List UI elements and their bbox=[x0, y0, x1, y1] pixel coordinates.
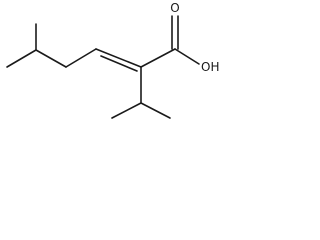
bond-isopropyl-right bbox=[140, 102, 171, 119]
bond-isobutyl-ch-ch2 bbox=[35, 49, 67, 68]
skeletal-formula: O OH bbox=[6, 1, 219, 119]
atom-label-hydroxyl: OH bbox=[201, 60, 219, 74]
bond-alkene-inner bbox=[100, 55, 138, 72]
atom-label-oxygen: O bbox=[170, 1, 179, 15]
bond-alpha-carboxyl bbox=[140, 48, 176, 68]
bond-alkene-outer bbox=[95, 48, 142, 68]
bond-isopropyl-left bbox=[111, 102, 142, 119]
structure-canvas: O OH bbox=[0, 0, 230, 133]
bond-methyl-left bbox=[6, 49, 37, 68]
bond-c-oh bbox=[174, 48, 200, 65]
bond-ch2-alkene bbox=[65, 48, 97, 68]
